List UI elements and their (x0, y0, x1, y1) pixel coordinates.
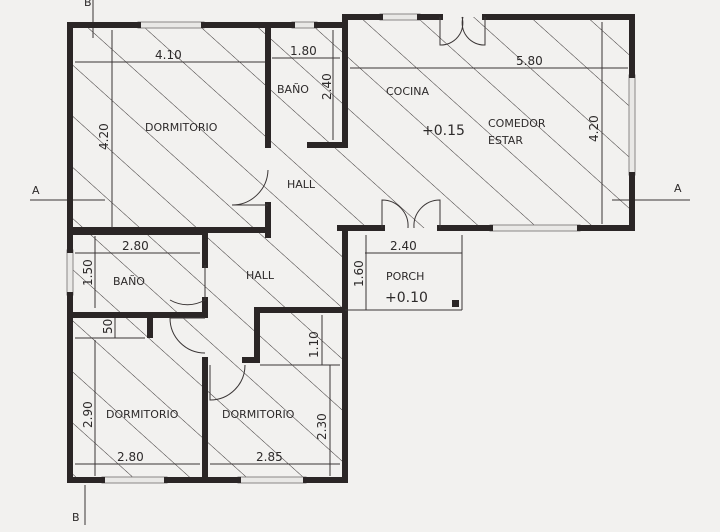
level-porch: +0.10 (385, 290, 428, 306)
doors (169, 16, 486, 401)
room-label-dormitorio-2: DORMITORIO (106, 408, 179, 421)
room-label-comedor: COMEDOR (488, 117, 546, 130)
dim-4-10: 4.10 (155, 48, 182, 62)
floor-hatch (70, 17, 632, 480)
dim-2-80-top: 2.80 (122, 239, 149, 253)
dim-1-80: 1.80 (290, 44, 317, 58)
dim-5-80: 5.80 (516, 54, 543, 68)
section-mark-b-top: B (84, 0, 92, 9)
room-label-bano-1: BAÑO (277, 83, 309, 96)
door-porch (381, 199, 441, 229)
room-label-cocina: COCINA (386, 85, 429, 98)
dimension-lines (75, 22, 628, 476)
room-label-dormitorio-1: DORMITORIO (145, 121, 218, 134)
dim-4-20-right: 4.20 (587, 115, 601, 142)
dim-2-90: 2.90 (81, 401, 95, 428)
dim-2-80-bottom: 2.80 (117, 450, 144, 464)
room-label-bano-2: BAÑO (113, 275, 145, 288)
door-bano-2 (169, 265, 206, 306)
section-lines (30, 0, 690, 525)
section-mark-a-left: A (32, 184, 40, 197)
dim-1-60: 1.60 (352, 260, 366, 287)
dim-2-40-porch: 2.40 (390, 239, 417, 253)
room-label-estar: ESTAR (488, 134, 523, 147)
dim-0-50: 50 (101, 319, 115, 334)
walls (67, 14, 635, 483)
door-dormitorio-1 (231, 169, 269, 206)
dim-1-50: 1.50 (81, 259, 95, 286)
dim-2-40-bano: 2.40 (320, 73, 334, 100)
dim-4-20-left: 4.20 (97, 123, 111, 150)
room-label-dormitorio-3: DORMITORIO (222, 408, 295, 421)
room-label-hall-1: HALL (287, 178, 316, 191)
dim-1-10: 1.10 (307, 331, 321, 358)
dim-2-30: 2.30 (315, 413, 329, 440)
section-mark-a-right: A (674, 182, 682, 195)
room-label-porch: PORCH (386, 270, 424, 283)
section-mark-b-bottom: B (72, 511, 80, 524)
door-kitchen (439, 16, 486, 46)
door-dormitorio-3 (209, 364, 246, 401)
door-dormitorio-2 (169, 317, 206, 354)
dim-2-85: 2.85 (256, 450, 283, 464)
level-main: +0.15 (422, 123, 465, 139)
room-label-hall-2: HALL (246, 269, 275, 282)
